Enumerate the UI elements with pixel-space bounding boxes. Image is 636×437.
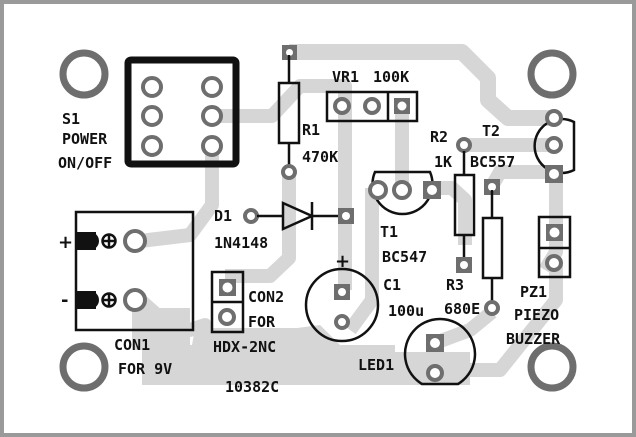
c1-ref-label: C1 <box>383 276 401 294</box>
board-code-label: 10382C <box>225 378 279 396</box>
component-t1: T1 BC547 <box>368 170 441 266</box>
t2-value-label: BC557 <box>470 153 515 171</box>
component-con2: CON2 FOR HDX-2NC <box>210 270 284 356</box>
r1-ref-label: R1 <box>302 121 320 139</box>
con2-ref-label: CON2 <box>248 288 284 306</box>
con2-label-line3: HDX-2NC <box>213 338 276 356</box>
con1-plus-label: + <box>58 232 73 253</box>
s1-label-line1: POWER <box>62 130 108 148</box>
component-con1: + - CON1 FOR 9V <box>58 210 195 378</box>
c1-value-label: 100u <box>388 302 424 320</box>
r2-ref-label: R2 <box>430 128 448 146</box>
t1-ref-label: T1 <box>380 223 398 241</box>
r1-value-label: 470K <box>302 148 338 166</box>
r3-ref-label: R3 <box>446 276 464 294</box>
d1-diode-symbol <box>281 201 316 231</box>
component-t2: T2 BC557 <box>470 109 576 183</box>
s1-ref-label: S1 <box>62 110 80 128</box>
led1-ref-label: LED1 <box>358 356 394 374</box>
t2-ref-label: T2 <box>482 122 500 140</box>
r2-value-label: 1K <box>434 153 452 171</box>
pz1-ref-label: PZ1 <box>520 283 547 301</box>
r3-value-label: 680E <box>444 300 480 318</box>
component-vr1: VR1 100K <box>325 68 419 123</box>
component-s1: S1 POWER ON/OFF <box>58 56 240 172</box>
t1-value-label: BC547 <box>382 248 427 266</box>
component-led1: LED1 <box>358 317 477 386</box>
s1-label-line2: ON/OFF <box>58 154 112 172</box>
component-r2: R2 1K <box>430 128 476 273</box>
con1-minus-label: - <box>61 290 68 311</box>
component-r1: R1 470K <box>277 45 338 180</box>
mount-hole-top-left <box>59 49 109 99</box>
mounting-holes <box>59 49 577 392</box>
con1-outline <box>74 210 195 332</box>
con2-label-line2: FOR <box>248 313 276 331</box>
component-c1: + C1 100u <box>304 251 424 343</box>
component-r3: R3 680E <box>444 179 504 318</box>
mount-hole-top-right <box>527 49 577 99</box>
c1-outline <box>304 267 380 343</box>
led1-outline <box>403 317 477 386</box>
vr1-ref-label: VR1 <box>332 68 359 86</box>
d1-ref-label: D1 <box>214 207 232 225</box>
s1-outline <box>124 56 240 168</box>
mount-hole-bottom-right <box>527 342 577 392</box>
con1-ref-label: CON1 <box>114 336 150 354</box>
component-pz1: PZ1 PIEZO BUZZER <box>506 215 572 348</box>
pz1-label-line3: BUZZER <box>506 330 561 348</box>
con1-value-label: FOR 9V <box>118 360 172 378</box>
mount-hole-bottom-left <box>59 342 109 392</box>
component-d1: D1 1N4148 <box>214 201 354 252</box>
d1-value-label: 1N4148 <box>214 234 268 252</box>
vr1-value-label: 100K <box>373 68 409 86</box>
c1-polarity-label: + <box>335 251 350 272</box>
pz1-label-line2: PIEZO <box>514 306 559 324</box>
vr1-outline <box>325 90 419 123</box>
